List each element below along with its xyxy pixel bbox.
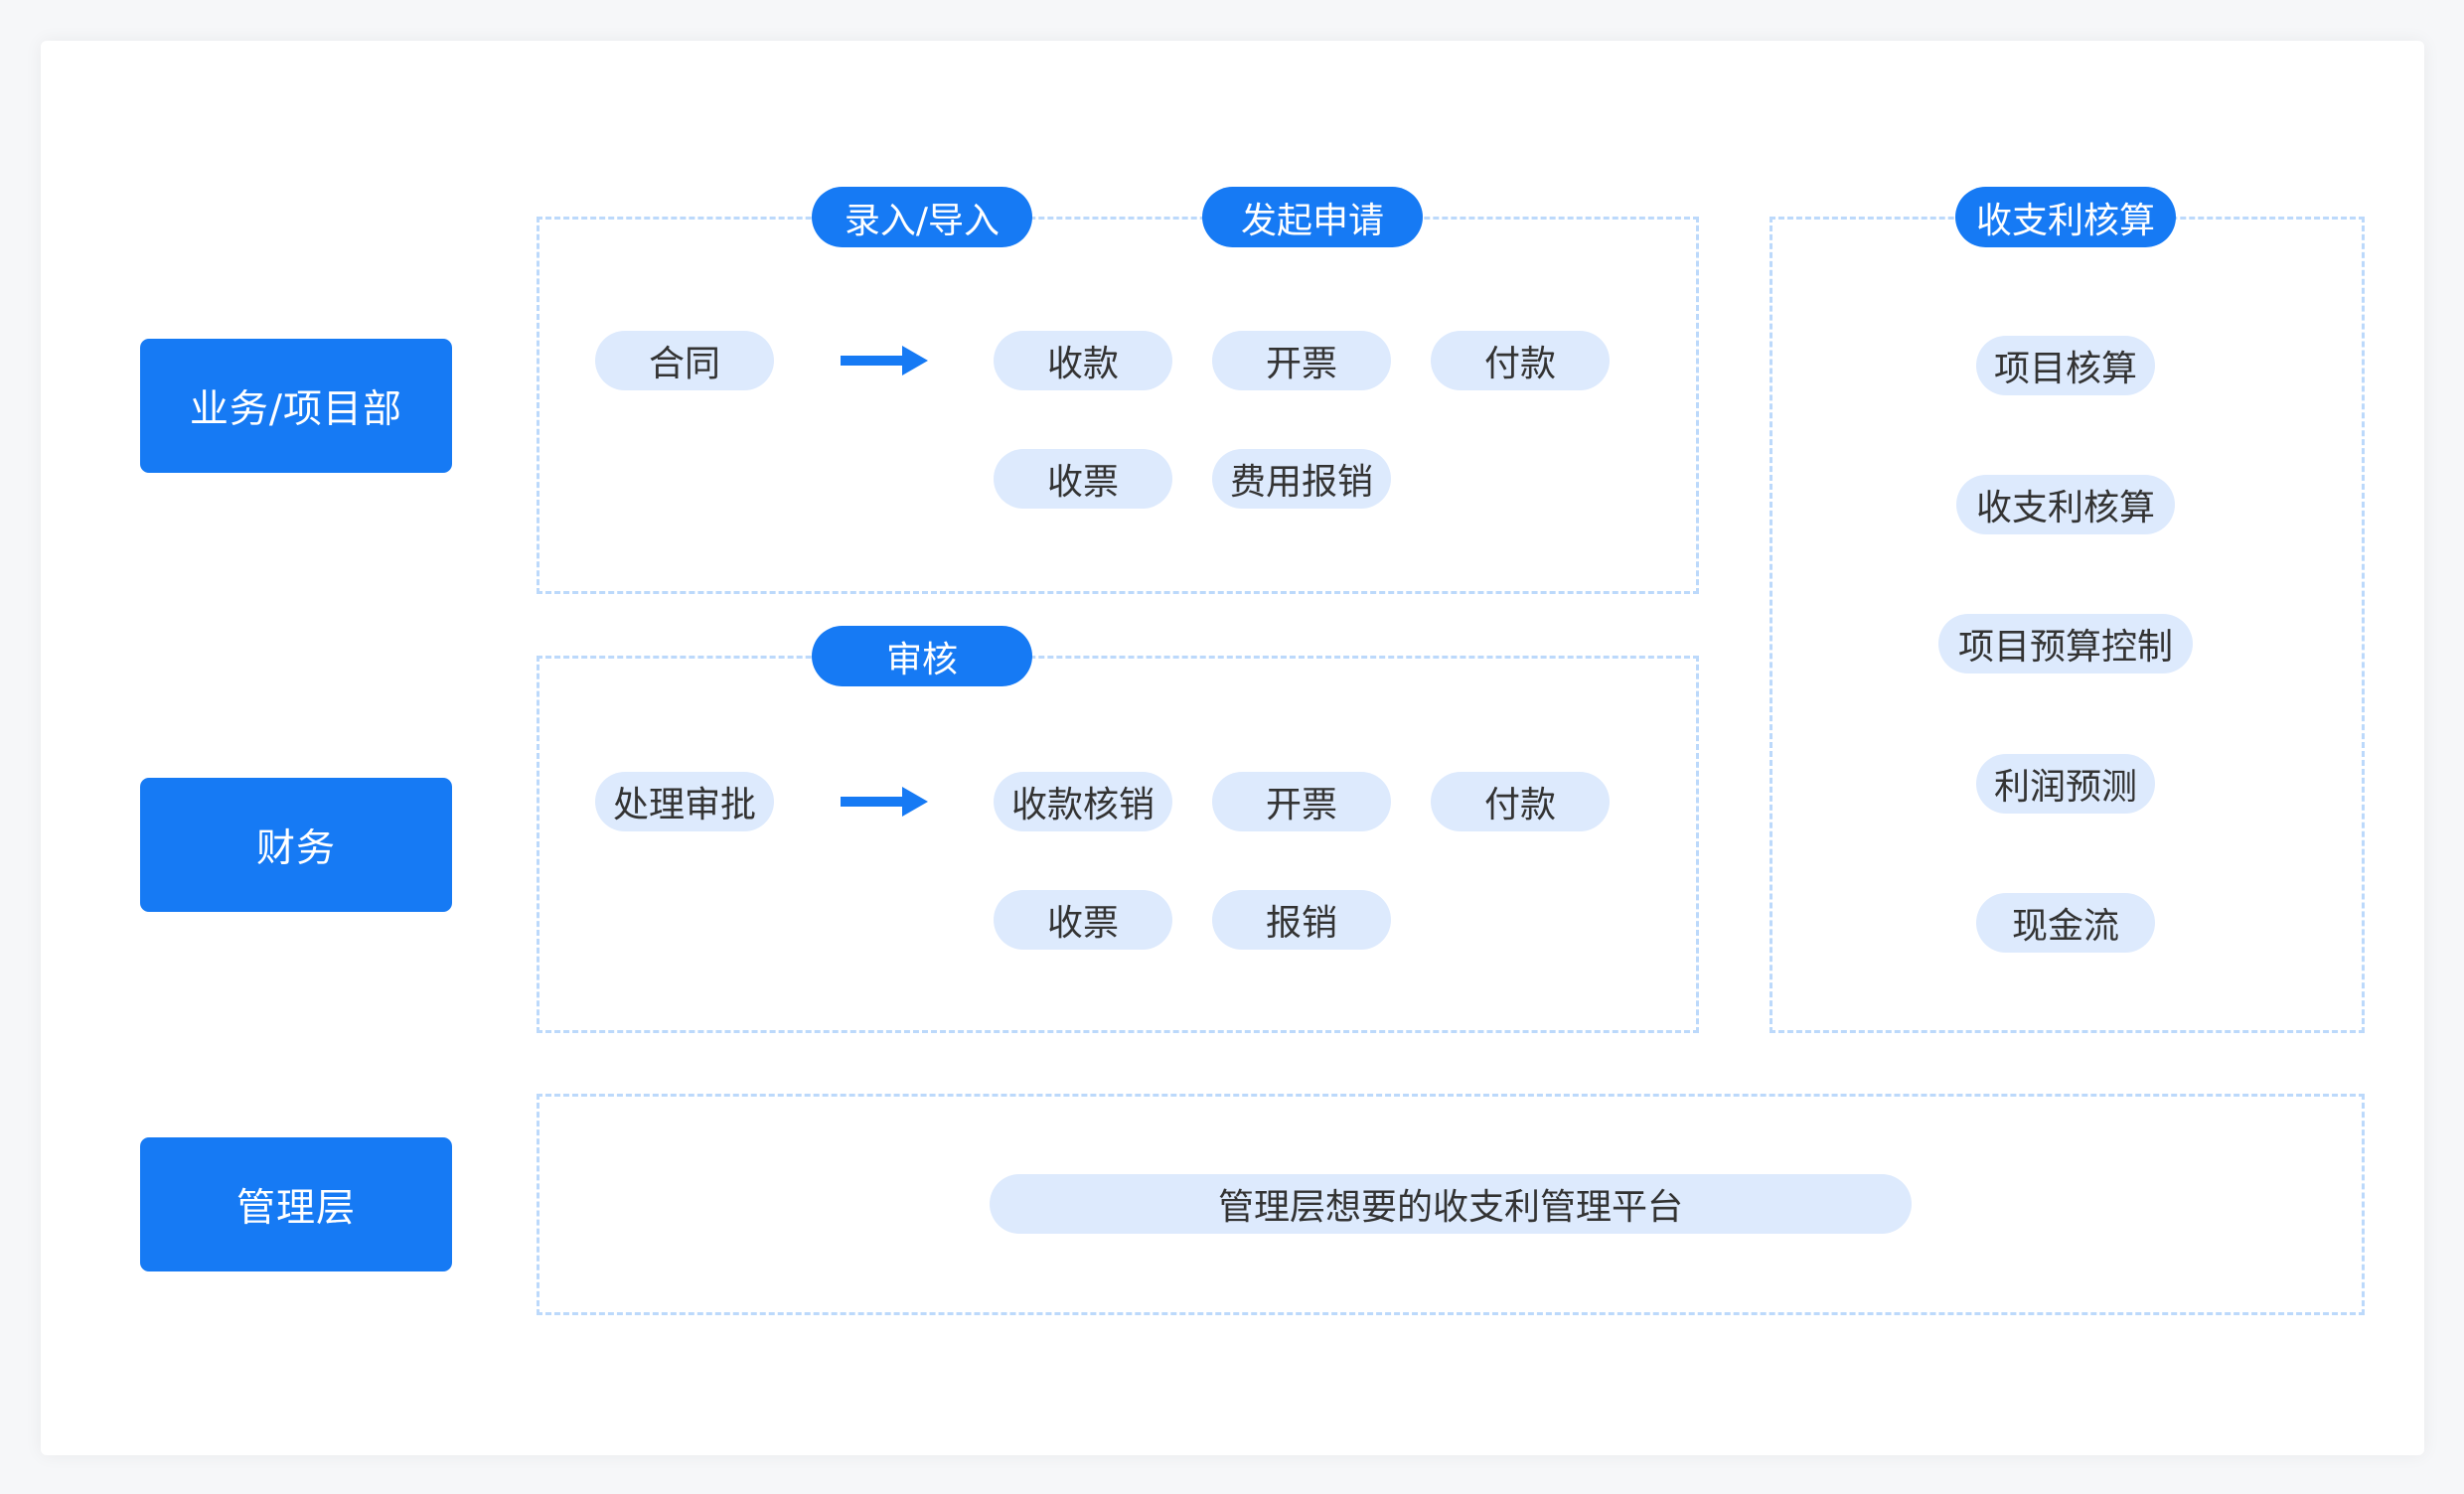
accounting-item-project-accounting: 项目核算 bbox=[1976, 336, 2155, 395]
finance-action-invoice: 开票 bbox=[1212, 772, 1391, 831]
business-source-contract: 合同 bbox=[595, 331, 774, 390]
arrow-right-icon bbox=[841, 787, 928, 817]
management-platform: 管理层想要的收支利管理平台 bbox=[990, 1174, 1912, 1234]
tag-initiate-request: 发起申请 bbox=[1202, 187, 1423, 247]
finance-zone bbox=[537, 656, 1699, 1033]
accounting-item-cash-flow: 现金流 bbox=[1976, 893, 2155, 953]
role-business: 业务/项目部 bbox=[140, 339, 452, 473]
accounting-item-budget-control: 项目预算控制 bbox=[1938, 614, 2193, 673]
arrow-right-icon bbox=[841, 346, 928, 375]
tag-entry-import: 录入/导入 bbox=[812, 187, 1032, 247]
role-finance: 财务 bbox=[140, 778, 452, 912]
finance-action-pay: 付款 bbox=[1431, 772, 1610, 831]
business-action-pay: 付款 bbox=[1431, 331, 1610, 390]
business-zone bbox=[537, 217, 1699, 594]
tag-accounting: 收支利核算 bbox=[1955, 187, 2176, 247]
finance-action-reimburse: 报销 bbox=[1212, 890, 1391, 950]
finance-source-approval: 处理审批 bbox=[595, 772, 774, 831]
business-action-receive-payment: 收款 bbox=[994, 331, 1172, 390]
accounting-item-income-expense-profit: 收支利核算 bbox=[1956, 475, 2175, 534]
role-management: 管理层 bbox=[140, 1137, 452, 1271]
finance-action-receive-invoice: 收票 bbox=[994, 890, 1172, 950]
tag-review: 审核 bbox=[812, 626, 1032, 686]
diagram-canvas: 业务/项目部 财务 管理层 录入/导入 发起申请 合同 收款 开票 付款 收票 … bbox=[41, 41, 2424, 1455]
finance-action-payment-writeoff: 收款核销 bbox=[994, 772, 1172, 831]
business-action-invoice: 开票 bbox=[1212, 331, 1391, 390]
accounting-item-profit-forecast: 利润预测 bbox=[1976, 754, 2155, 814]
business-action-expense-claim: 费用报销 bbox=[1212, 449, 1391, 509]
management-zone bbox=[537, 1094, 2365, 1315]
business-action-receive-invoice: 收票 bbox=[994, 449, 1172, 509]
